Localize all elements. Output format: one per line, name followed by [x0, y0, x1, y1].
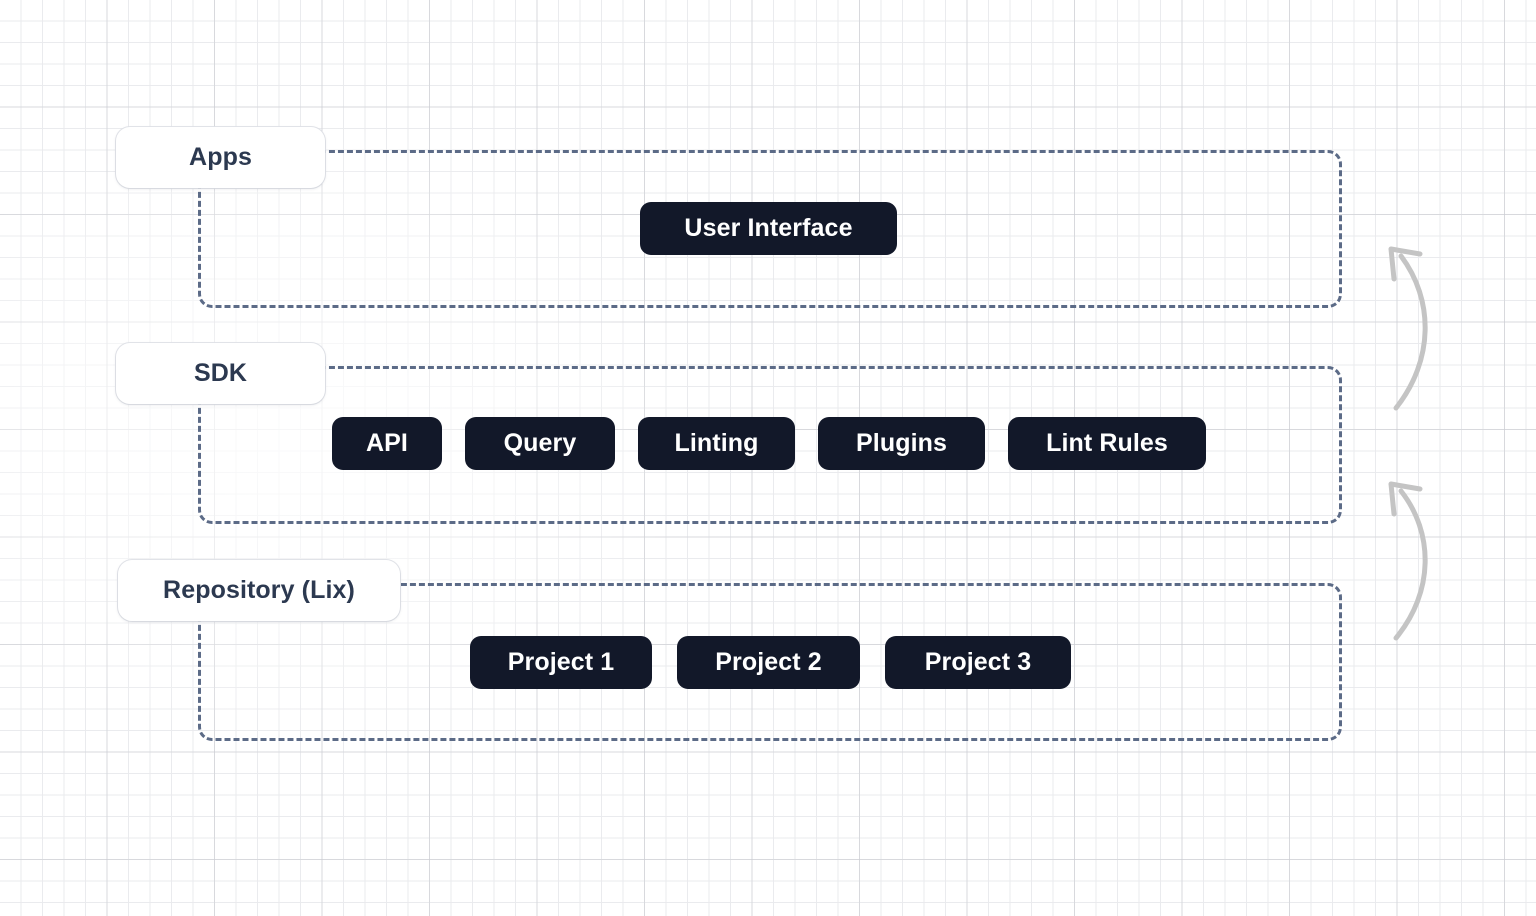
layer-container-repository	[198, 583, 1342, 741]
node-api[interactable]: API	[332, 417, 442, 470]
node-query[interactable]: Query	[465, 417, 615, 470]
layer-label-apps[interactable]: Apps	[116, 127, 325, 188]
connector-repository-to-sdk	[1388, 481, 1428, 641]
layer-container-sdk	[198, 366, 1342, 524]
node-user-interface[interactable]: User Interface	[640, 202, 897, 255]
node-project-2[interactable]: Project 2	[677, 636, 860, 689]
node-linting[interactable]: Linting	[638, 417, 795, 470]
node-plugins[interactable]: Plugins	[818, 417, 985, 470]
node-project-1[interactable]: Project 1	[470, 636, 652, 689]
node-project-3[interactable]: Project 3	[885, 636, 1071, 689]
connector-sdk-to-apps	[1388, 246, 1428, 411]
layer-label-repository[interactable]: Repository (Lix)	[118, 560, 400, 621]
layer-label-sdk[interactable]: SDK	[116, 343, 325, 404]
layer-container-apps	[198, 150, 1342, 308]
node-lint-rules[interactable]: Lint Rules	[1008, 417, 1206, 470]
